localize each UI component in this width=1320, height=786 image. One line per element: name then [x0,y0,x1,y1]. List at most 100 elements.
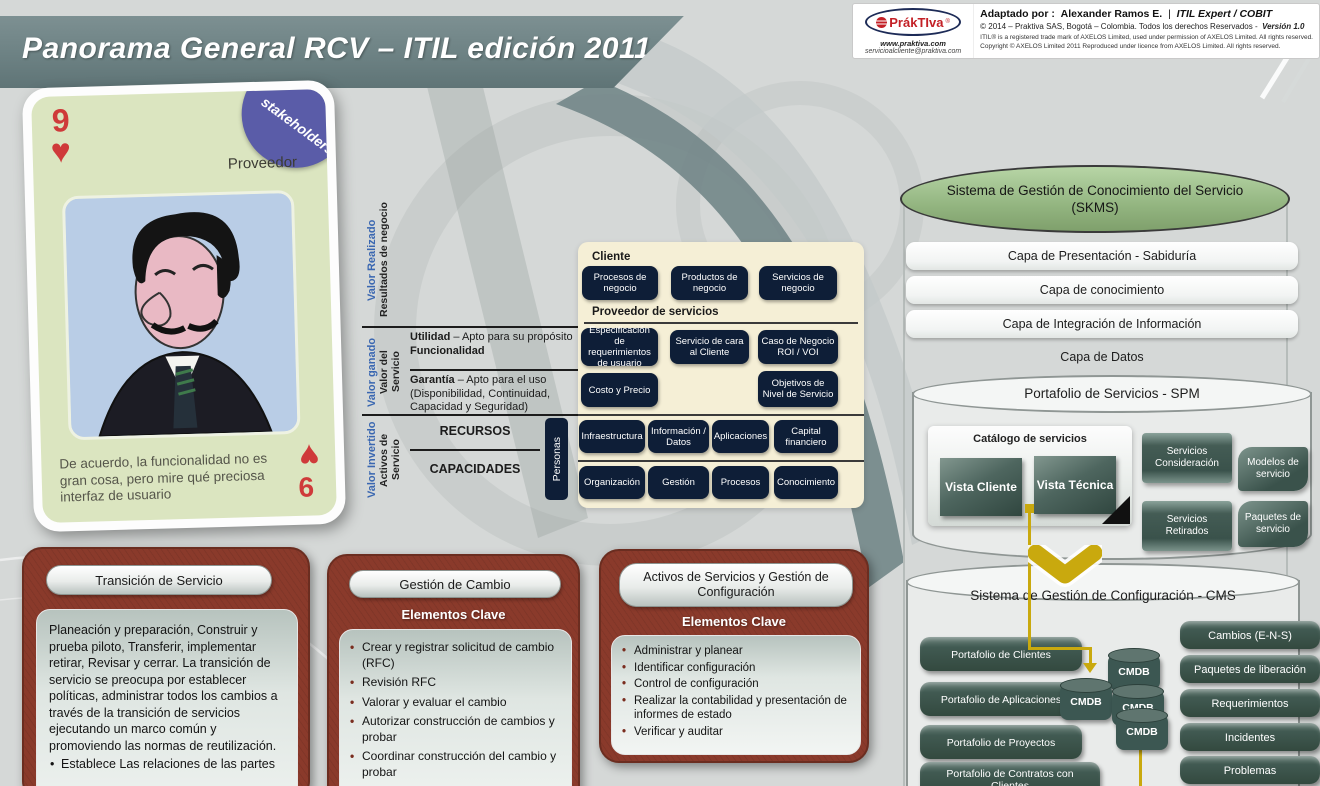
connector-arrow-icon [1083,663,1097,673]
bullet-item: Autorizar construcción de cambios y prob… [348,714,561,745]
utilidad-label: Utilidad [410,331,451,343]
legal-line-1: ITIL® is a registered trade mark of AXEL… [980,34,1313,41]
activos-configuracion-subtitle: Elementos Clave [681,614,787,629]
divider-line [578,414,864,416]
transicion-servicio-body: Planeación y preparación, Construir y pr… [36,609,298,786]
informacion-datos-box: Información / Datos [648,420,709,453]
heart-icon: ♥ [50,132,72,171]
connector-line [1089,647,1092,663]
praktiva-email[interactable]: servicioalcliente@praktiva.com [864,48,962,55]
stakeholder-card: 9 ♥ stakeholders Proveedor [21,79,347,533]
capa-datos-label: Capa de Datos [1060,350,1144,364]
aplicaciones-box: Aplicaciones [712,420,769,453]
adapted-by-line: Adaptado por : Alexander Ramos E. | ITIL… [980,8,1313,20]
copyright-line: © 2014 – Praktiva SAS, Bogotá – Colombia… [980,22,1313,31]
divider-line [362,414,578,416]
cambios-box: Cambios (E-N-S) [1180,621,1320,649]
servicios-retirados-box: Servicios Retirados [1142,501,1232,551]
card-illustration [61,189,301,441]
transicion-servicio-title: Transición de Servicio [46,565,272,595]
bullet-item: Coordinar construcción del cambio y prob… [348,749,561,780]
requerimientos-box: Requerimientos [1180,689,1320,717]
value-row-realizado-label: Valor Realizado Resultados de negocio [366,190,390,330]
conocimiento-box: Conocimiento [774,466,838,499]
utilidad-rest: – Apto para su propósito [450,331,573,343]
bullet-item: Valorar y evaluar el cambio [348,695,561,711]
skms-title-ellipse: Sistema de Gestión de Conocimiento del S… [900,165,1290,233]
cliente-label: Cliente [592,251,631,263]
valor-realizado: Valor Realizado [366,219,378,301]
capa-conocimiento-bar: Capa de conocimiento [906,276,1298,304]
portafolio-contratos-cylinder: Portafolio de Contratos con Clientes [920,762,1100,786]
down-chevron-icon [1028,545,1102,587]
praktiva-website[interactable]: www.praktiva.com [880,39,946,48]
garantia-rest: – Apto para el uso (Disponibilidad, Cont… [410,374,551,413]
valor-ganado: Valor ganado [366,337,378,407]
capa-presentacion-bar: Capa de Presentación - Sabiduría [906,242,1298,270]
servicios-negocio-box: Servicios de negocio [759,266,837,300]
divider-line [362,326,578,328]
personas-box: Personas [545,418,568,500]
bullet-item: Verificar y auditar [620,725,850,740]
gestion-cambio-body: Crear y registrar solicitud de cambio (R… [339,629,572,786]
divider-line [578,460,864,462]
portafolio-proyectos-cylinder: Portafolio de Proyectos [920,725,1082,759]
proveedor-servicios-label: Proveedor de servicios [592,306,719,318]
card-face: 9 ♥ stakeholders Proveedor [31,88,337,524]
bullet-item: Control de configuración [620,677,850,692]
portafolio-aplicaciones-cylinder: Portafolio de Aplicaciones [920,682,1082,716]
capacidades-label: CAPACIDADES [429,462,521,476]
gestion-cambio-title: Gestión de Cambio [349,570,561,598]
activos-configuracion-body: Administrar y planear Identificar config… [611,635,861,755]
cmdb-cylinder: CMDB [1060,678,1112,720]
recursos-label: RECURSOS [439,424,511,438]
cms-title: Sistema de Gestión de Configuración - CM… [970,588,1236,603]
cmdb-cylinder: CMDB [1116,708,1168,750]
procesos-box: Procesos [712,466,769,499]
transicion-servicio-bullet: Establece Las relaciones de las partes [37,754,297,772]
activos-configuracion-bullets: Administrar y planear Identificar config… [612,636,860,739]
valor-invertido: Valor Invertido [366,421,378,499]
objetivos-nivel-servicio-box: Objetivos de Nivel de Servicio [758,371,838,407]
card-quote: De acuerdo, la funcionalidad no es gran … [59,450,268,505]
bullet-item: Administrar y planear [620,644,850,659]
gestion-cambio-box: Gestión de Cambio Elementos Clave Crear … [327,554,580,786]
praktiva-brand: PrákTIva [889,14,944,30]
utilidad-text: Utilidad – Apto para su propósito Funcio… [410,331,580,358]
connector-node [1025,504,1034,513]
bullet-item: Autorizar el despliegue del cambio [348,784,561,786]
title-band: Panorama General RCV – ITIL edición 2011 [0,16,684,88]
incidentes-box: Incidentes [1180,723,1320,751]
transicion-servicio-text: Planeación y preparación, Construir y pr… [49,623,278,753]
bullet-item: Revisión RFC [348,675,561,691]
activos-configuracion-title: Activos de Servicios y Gestión de Config… [619,563,853,607]
transicion-servicio-box: Transición de Servicio Planeación y prep… [22,547,310,786]
caso-negocio-box: Caso de Negocio ROI / VOI [758,330,838,364]
connector-line [1028,647,1091,650]
divider-line [584,322,858,324]
service-provider-panel: Cliente Procesos de negocio Productos de… [578,242,864,508]
gestion-cambio-bullets: Crear y registrar solicitud de cambio (R… [340,630,571,786]
praktiva-logo: PrákTIva ® [865,8,962,36]
divider-line [410,369,578,371]
bullet-item: Realizar la contabilidad y presentación … [620,694,850,723]
divider-line [410,449,540,451]
adapted-by-role: ITIL Expert / COBIT [1176,8,1273,20]
legal-lines: ITIL® is a registered trade mark of AXEL… [980,34,1313,51]
card-rank-bottom: 6 [298,471,315,503]
card-role-label: Proveedor [227,153,298,173]
corner-triangle-icon [1102,496,1130,524]
copyright-text: © 2014 – Praktiva SAS, Bogotá – Colombia… [980,22,1258,31]
personas-label: Personas [550,436,563,482]
paquetes-liberacion-box: Paquetes de liberación [1180,655,1320,683]
value-row-invertido-label: Valor Invertido Activos de Servicio [366,418,402,502]
paquetes-servicio-box: Paquetes de servicio [1238,501,1308,547]
modelos-servicio-box: Modelos de servicio [1238,447,1308,491]
stakeholders-badge-label: stakeholders [258,93,337,158]
funcionalidad-label: Funcionalidad [410,344,485,357]
separator: | [1168,8,1171,20]
adapted-by-label: Adaptado por : [980,8,1055,20]
page-title: Panorama General RCV – ITIL edición 2011 [22,32,652,65]
registered-mark: ® [945,19,950,25]
